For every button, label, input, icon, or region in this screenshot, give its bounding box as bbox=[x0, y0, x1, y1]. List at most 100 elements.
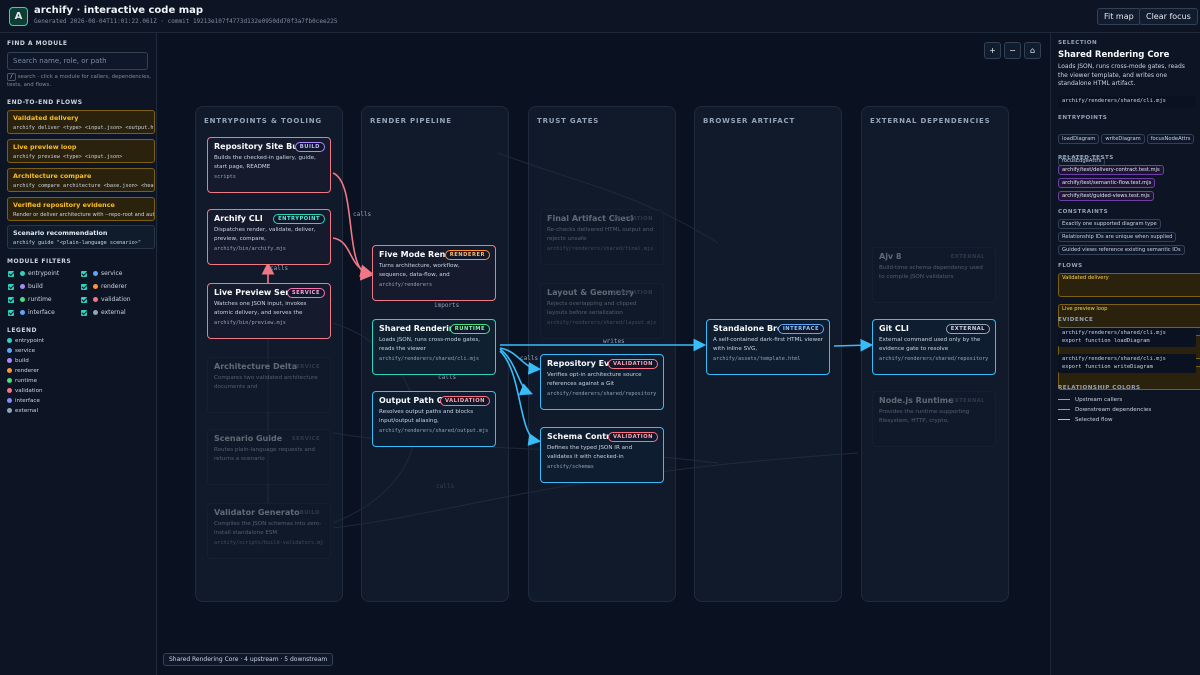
app-subtitle: Generated 2026-08-04T11:01:22.061Z · com… bbox=[34, 18, 338, 25]
node-desc: A self-contained dark-first HTML viewer … bbox=[713, 337, 823, 352]
node-path: archify/renderers/shared/repository.mjs bbox=[547, 391, 657, 397]
node-archify-cli[interactable]: Archify CLI ENTRYPOINT Dispatches render… bbox=[207, 209, 331, 265]
node-git-cli[interactable]: Git CLI EXTERNAL External command used o… bbox=[872, 319, 996, 375]
clear-focus-button[interactable]: Clear focus bbox=[1139, 8, 1198, 25]
checkbox-checked-icon[interactable] bbox=[8, 309, 14, 316]
filter-label: validation bbox=[101, 296, 131, 303]
checkbox-checked-icon[interactable] bbox=[81, 283, 87, 290]
sidebar: FIND A MODULE / search · click a module … bbox=[0, 33, 157, 675]
legend-label: build bbox=[15, 358, 29, 364]
entrypoint-chip[interactable]: writeDiagram bbox=[1101, 134, 1145, 144]
edge-label-calls: calls bbox=[353, 211, 372, 218]
filter-label: external bbox=[101, 309, 126, 316]
flow-title: Verified repository evidence bbox=[13, 201, 115, 209]
node-standalone-browser-artifact[interactable]: Standalone Browser Artifact INTERFACE A … bbox=[706, 319, 830, 375]
node-repository-evidence[interactable]: Repository Evidence VALIDATION Verifies … bbox=[540, 354, 664, 410]
color-dot bbox=[20, 297, 25, 302]
node-ajv-8[interactable]: Ajv 8 EXTERNAL Build-time schema depende… bbox=[872, 247, 996, 303]
zoom-out-button[interactable]: − bbox=[1004, 42, 1021, 59]
node-shared-rendering-core[interactable]: Shared Rendering Core RUNTIME Loads JSON… bbox=[372, 319, 496, 375]
filter-label: entrypoint bbox=[28, 270, 60, 277]
filter-service[interactable]: service bbox=[81, 270, 123, 277]
node-title: Archify CLI bbox=[214, 214, 263, 223]
relcolor-label: Selected flow bbox=[1075, 417, 1113, 423]
fit-map-button[interactable]: Fit map bbox=[1097, 8, 1141, 25]
flow-title: Live preview loop bbox=[13, 143, 77, 151]
node-desc: Watches one JSON input, invokes atomic d… bbox=[214, 301, 307, 316]
entrypoint-chip[interactable]: loadDiagram bbox=[1058, 134, 1100, 144]
flows-heading: FLOWS bbox=[1058, 263, 1083, 269]
filter-runtime[interactable]: runtime bbox=[8, 296, 52, 303]
home-icon[interactable]: ⌂ bbox=[1024, 42, 1041, 59]
node-scenario-guide[interactable]: Scenario Guide SERVICE Routes plain-lang… bbox=[207, 429, 331, 485]
node-title: Scenario Guide bbox=[214, 434, 283, 443]
node-path: scripts bbox=[214, 174, 236, 180]
evidence-path: archify/renderers/shared/cli.mjs bbox=[1062, 356, 1166, 362]
filter-external[interactable]: external bbox=[81, 309, 126, 316]
checkbox-checked-icon[interactable] bbox=[8, 283, 14, 290]
node-title: Architecture Delta bbox=[214, 362, 298, 371]
filter-renderer[interactable]: renderer bbox=[81, 283, 127, 290]
node-badge: ENTRYPOINT bbox=[273, 214, 325, 224]
column-title: TRUST GATES bbox=[537, 117, 600, 125]
code-map-canvas[interactable]: + − ⌂ ENTRYPOINTS & TOOLING RENDER PIPEL… bbox=[158, 33, 1050, 675]
selection-path: archify/renderers/shared/cli.mjs bbox=[1058, 96, 1196, 108]
node-output-path-guard[interactable]: Output Path Guard VALIDATION Resolves ou… bbox=[372, 391, 496, 447]
checkbox-checked-icon[interactable] bbox=[8, 270, 14, 277]
legend-item: renderer bbox=[7, 368, 39, 374]
node-repository-site-build[interactable]: Repository Site Build BUILD Builds the c… bbox=[207, 137, 331, 193]
related-tests-heading: RELATED TESTS bbox=[1058, 155, 1114, 161]
filter-entrypoint[interactable]: entrypoint bbox=[8, 270, 59, 277]
zoom-in-button[interactable]: + bbox=[984, 42, 1001, 59]
node-live-preview-service[interactable]: Live Preview Service SERVICE Watches one… bbox=[207, 283, 331, 339]
checkbox-checked-icon[interactable] bbox=[81, 309, 87, 316]
color-dot bbox=[93, 271, 98, 276]
node-desc: Compares two validated architecture docu… bbox=[214, 375, 318, 390]
selection-status: Shared Rendering Core · 4 upstream · 5 d… bbox=[163, 653, 334, 666]
checkbox-checked-icon[interactable] bbox=[81, 270, 87, 277]
color-dot bbox=[7, 398, 12, 403]
node-path: archify/scripts/build-validators.mjs bbox=[214, 540, 324, 546]
flow-command: Render or deliver architecture with --re… bbox=[13, 212, 155, 218]
search-input[interactable] bbox=[7, 52, 148, 70]
node-architecture-delta[interactable]: Architecture Delta SERVICE Compares two … bbox=[207, 357, 331, 413]
flow-chip[interactable]: Live preview loop bbox=[1058, 304, 1200, 328]
legend-item: entrypoint bbox=[7, 338, 44, 344]
edge-cli-to-fivemode bbox=[332, 237, 374, 278]
top-bar: A archify · interactive code map Generat… bbox=[0, 0, 1200, 33]
test-chip[interactable]: archify/test/semantic-flow.test.mjs bbox=[1058, 178, 1156, 188]
filter-validation[interactable]: validation bbox=[81, 296, 131, 303]
filter-interface[interactable]: interface bbox=[8, 309, 55, 316]
checkbox-checked-icon[interactable] bbox=[8, 296, 14, 303]
selection-desc: Loads JSON, runs cross-mode gates, reads… bbox=[1058, 63, 1185, 87]
test-chip[interactable]: archify/test/delivery-contract.test.mjs bbox=[1058, 165, 1164, 175]
legend-item: service bbox=[7, 348, 35, 354]
search-hint: / search · click a module for callers, d… bbox=[7, 73, 152, 89]
flow-command: archify compare architecture <base.json>… bbox=[13, 183, 154, 189]
entrypoint-chip[interactable]: focusNodeAttrs bbox=[1146, 134, 1195, 144]
flow-chip[interactable]: Validated delivery bbox=[1058, 273, 1200, 297]
upstream-edges bbox=[261, 172, 374, 283]
node-layout-geometry[interactable]: Layout & Geometry VALIDATION Rejects ove… bbox=[540, 283, 664, 339]
node-schema-contracts[interactable]: Schema Contracts VALIDATION Defines the … bbox=[540, 427, 664, 483]
node-five-mode-renderer[interactable]: Five Mode Renderer RENDERER Turns archit… bbox=[372, 245, 496, 301]
node-desc: Routes plain-language requests and retur… bbox=[214, 447, 315, 462]
node-validator-generator[interactable]: Validator Generator BUILD Compiles the J… bbox=[207, 503, 331, 559]
color-dot bbox=[93, 284, 98, 289]
filter-label: renderer bbox=[101, 283, 127, 290]
downstream-edges bbox=[499, 338, 874, 446]
constraints-heading: CONSTRAINTS bbox=[1058, 209, 1109, 215]
checkbox-checked-icon[interactable] bbox=[81, 296, 87, 303]
filter-build[interactable]: build bbox=[8, 283, 43, 290]
node-nodejs-runtime[interactable]: Node.js Runtime EXTERNAL Provides the ru… bbox=[872, 391, 996, 447]
column-title: EXTERNAL DEPENDENCIES bbox=[870, 117, 991, 125]
flow-title: Validated delivery bbox=[13, 114, 79, 122]
node-final-artifact-check[interactable]: Final Artifact Check VALIDATION Re-check… bbox=[540, 209, 664, 265]
slash-key-hint: / bbox=[7, 73, 17, 81]
test-chip[interactable]: archify/test/guided-views.test.mjs bbox=[1058, 191, 1154, 201]
